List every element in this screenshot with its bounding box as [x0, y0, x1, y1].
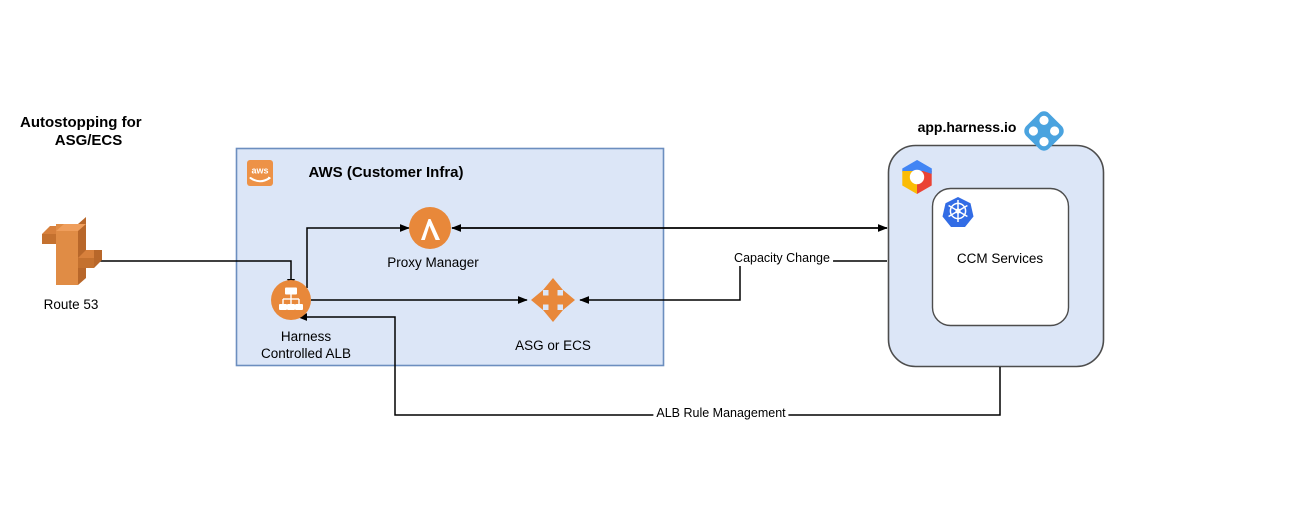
edge-label-capacity-change: Capacity Change	[731, 251, 833, 267]
edge-alb-rule-management	[297, 313, 1001, 416]
edge-route53-to-alb	[92, 260, 295, 289]
aws-logo-icon: aws	[247, 160, 273, 186]
kubernetes-icon	[942, 197, 974, 227]
diagram-title-line1: Autostopping for	[20, 114, 142, 131]
harness-controlled-alb-label-line1: Harness	[280, 329, 332, 344]
load-balancer-icon[interactable]	[271, 280, 311, 320]
harness-diamond-icon	[1024, 111, 1064, 151]
aws-group-label: AWS (Customer Infra)	[308, 164, 464, 181]
harness-controlled-alb-label-line2: Controlled ALB	[260, 346, 352, 361]
auto-scaling-group-icon[interactable]	[531, 278, 575, 322]
edge-alb-to-proxy	[306, 224, 410, 288]
svg-text:aws: aws	[251, 166, 268, 176]
asg-or-ecs-label: ASG or ECS	[515, 338, 591, 353]
edge-label-alb-rule-management: ALB Rule Management	[653, 406, 789, 422]
route53-label: Route 53	[43, 297, 99, 312]
proxy-manager-label: Proxy Manager	[387, 255, 479, 270]
route53-icon	[42, 217, 102, 285]
harness-group-label: app.harness.io	[917, 119, 1017, 135]
diagram-title-line2: ASG/ECS	[54, 132, 123, 149]
ccm-services-label: CCM Services	[956, 251, 1044, 266]
lambda-icon[interactable]	[409, 207, 451, 249]
